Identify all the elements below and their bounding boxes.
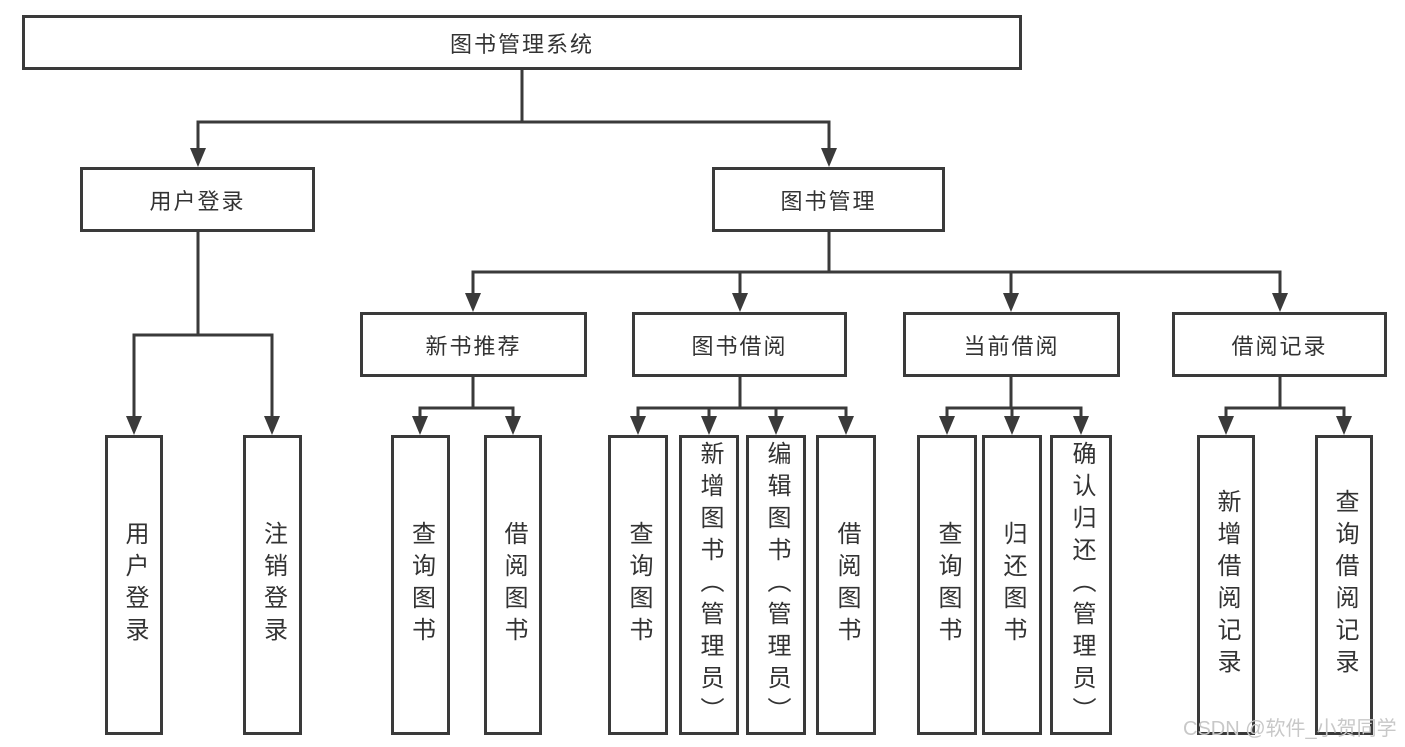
leaf-logout-login-label: 注销登录 (259, 521, 287, 649)
leaf-user-login: 用户登录 (105, 435, 163, 735)
leaf-query-borrow-record-label: 查询借阅记录 (1331, 489, 1358, 681)
leaf-query-books-current: 查询图书 (917, 435, 977, 735)
leaf-query-books-borrowing: 查询图书 (608, 435, 668, 735)
leaf-edit-books-admin-label: 编辑图书（管理员） (763, 441, 790, 729)
node-current-borrowing-label: 当前借阅 (963, 333, 1060, 359)
leaf-query-books-recommend: 查询图书 (391, 435, 450, 735)
node-new-book-recommendation-label: 新书推荐 (425, 333, 522, 359)
leaf-add-borrow-record: 新增借阅记录 (1197, 435, 1255, 735)
node-library-management-system: 图书管理系统 (22, 15, 1022, 70)
leaf-borrow-books-recommend: 借阅图书 (484, 435, 542, 735)
leaf-return-books-label: 归还图书 (999, 521, 1026, 649)
node-book-borrowing: 图书借阅 (632, 312, 847, 377)
node-user-login-branch: 用户登录 (80, 167, 315, 232)
node-new-book-recommendation: 新书推荐 (360, 312, 587, 377)
leaf-confirm-return-admin-label: 确认归还（管理员） (1068, 441, 1095, 729)
watermark: CSDN @软件_小贺同学 (1183, 718, 1397, 740)
leaf-query-books-current-label: 查询图书 (934, 521, 961, 649)
leaf-add-borrow-record-label: 新增借阅记录 (1213, 489, 1240, 681)
leaf-return-books: 归还图书 (982, 435, 1042, 735)
node-borrowing-records: 借阅记录 (1172, 312, 1387, 377)
leaf-borrow-books-recommend-label: 借阅图书 (500, 521, 527, 649)
node-book-management: 图书管理 (712, 167, 945, 232)
node-user-login-branch-label: 用户登录 (149, 188, 246, 214)
leaf-query-borrow-record: 查询借阅记录 (1315, 435, 1373, 735)
leaf-confirm-return-admin: 确认归还（管理员） (1050, 435, 1112, 735)
leaf-edit-books-admin: 编辑图书（管理员） (746, 435, 806, 735)
leaf-borrow-books-label: 借阅图书 (833, 521, 860, 649)
leaf-query-books-borrowing-label: 查询图书 (625, 521, 652, 649)
node-book-management-label: 图书管理 (780, 188, 877, 214)
leaf-borrow-books: 借阅图书 (816, 435, 876, 735)
leaf-query-books-recommend-label: 查询图书 (407, 521, 435, 649)
node-current-borrowing: 当前借阅 (903, 312, 1120, 377)
leaf-user-login-label: 用户登录 (121, 521, 148, 649)
leaf-add-books-admin-label: 新增图书（管理员） (696, 441, 723, 729)
node-borrowing-records-label: 借阅记录 (1231, 333, 1328, 359)
node-library-management-system-label: 图书管理系统 (449, 31, 594, 57)
node-book-borrowing-label: 图书借阅 (691, 333, 788, 359)
leaf-logout-login: 注销登录 (243, 435, 302, 735)
leaf-add-books-admin: 新增图书（管理员） (679, 435, 739, 735)
